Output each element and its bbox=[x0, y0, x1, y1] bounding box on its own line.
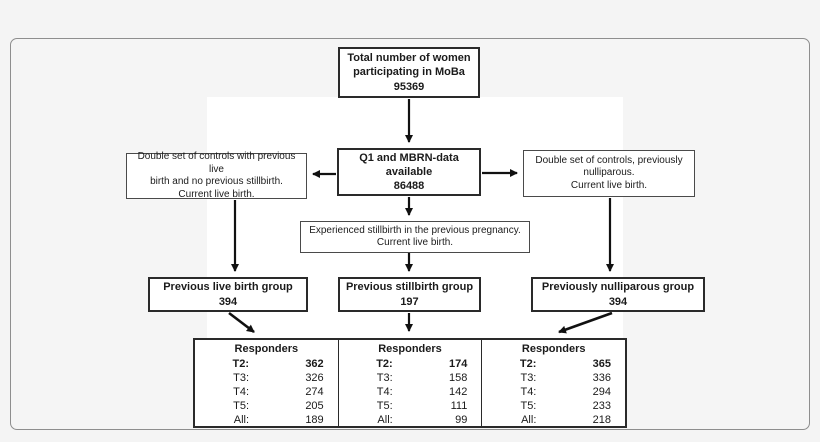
responder-row: T2: 362 bbox=[195, 357, 338, 371]
row-value: 142 bbox=[448, 386, 468, 398]
group-label: Previously nulliparous group bbox=[541, 281, 695, 294]
row-label: All: bbox=[377, 414, 393, 426]
row-label: T3: bbox=[520, 372, 537, 384]
responder-row: T2: 174 bbox=[339, 357, 482, 371]
q1-mbrn-box: Q1 and MBRN-data available 86488 bbox=[337, 148, 481, 196]
row-value: 189 bbox=[305, 414, 324, 426]
row-value: 158 bbox=[448, 372, 468, 384]
responders-header: Responders bbox=[521, 343, 586, 355]
row-value: 274 bbox=[305, 386, 324, 398]
left-controls-line3: Current live birth. bbox=[178, 188, 255, 200]
right-controls-box: Double set of controls, previously nulli… bbox=[523, 150, 695, 197]
row-label: T4: bbox=[233, 386, 250, 398]
row-value: 205 bbox=[305, 400, 324, 412]
responders-cell-stillbirth: Responders T2: 174 T3: 158 T4: 142 T5: 111 A… bbox=[339, 340, 483, 426]
responder-row: T5: 233 bbox=[482, 399, 625, 413]
row-label: T3: bbox=[233, 372, 250, 384]
total-women-line2: participating in MoBa bbox=[353, 66, 465, 79]
group-count: 394 bbox=[218, 295, 238, 308]
total-women-line1: Total number of women bbox=[347, 52, 471, 65]
row-label: T4: bbox=[520, 386, 537, 398]
responder-row: T4: 142 bbox=[339, 385, 482, 399]
row-label: All: bbox=[233, 414, 250, 426]
row-label: T2: bbox=[519, 358, 537, 370]
row-value: 233 bbox=[592, 400, 612, 412]
responder-row: T3: 158 bbox=[339, 371, 482, 385]
responder-row: T5: 205 bbox=[195, 399, 338, 413]
responders-table: Responders T2: 362 T3: 326 T4: 274 T5: 205 A… bbox=[193, 338, 627, 428]
group-count: 197 bbox=[400, 295, 419, 308]
total-women-box: Total number of women participating in M… bbox=[338, 47, 480, 98]
group-count: 394 bbox=[608, 295, 628, 308]
responder-row: All: 218 bbox=[482, 413, 625, 427]
row-value: 111 bbox=[450, 400, 468, 412]
right-controls-line2: nulliparous. bbox=[583, 167, 635, 179]
experienced-stillbirth-line1: Experienced stillbirth in the previous p… bbox=[309, 224, 521, 236]
row-value: 99 bbox=[455, 414, 468, 426]
row-value: 336 bbox=[592, 372, 612, 384]
row-label: T2: bbox=[376, 358, 393, 370]
row-label: T2: bbox=[232, 358, 250, 370]
row-value: 326 bbox=[305, 372, 324, 384]
responder-row: T3: 336 bbox=[482, 371, 625, 385]
left-controls-line2: birth and no previous stillbirth. bbox=[150, 176, 283, 187]
q1-mbrn-line2: available bbox=[385, 165, 433, 178]
row-label: T5: bbox=[233, 400, 250, 412]
previously-nulliparous-group-box: Previously nulliparous group 394 bbox=[531, 277, 705, 312]
group-label: Previous live birth group bbox=[163, 281, 293, 294]
group-label: Previous stillbirth group bbox=[345, 281, 474, 294]
row-value: 218 bbox=[592, 414, 612, 426]
responder-row: T4: 274 bbox=[195, 385, 338, 399]
right-controls-line3: Current live birth. bbox=[570, 179, 648, 191]
row-label: T5: bbox=[376, 400, 393, 412]
responder-row: All: 99 bbox=[339, 413, 482, 427]
left-controls-box: Double set of controls with previous liv… bbox=[126, 151, 307, 200]
row-value: 362 bbox=[305, 358, 324, 370]
responder-row: T3: 326 bbox=[195, 371, 338, 385]
responders-header: Responders bbox=[234, 343, 299, 355]
total-women-count: 95369 bbox=[393, 80, 425, 93]
q1-mbrn-line1: Q1 and MBRN-data bbox=[359, 151, 459, 164]
row-value: 174 bbox=[448, 358, 468, 370]
responder-row: T5: 111 bbox=[339, 399, 482, 413]
experienced-stillbirth-box: Experienced stillbirth in the previous p… bbox=[300, 221, 530, 253]
row-value: 365 bbox=[592, 358, 612, 370]
responder-row: All: 189 bbox=[195, 413, 338, 427]
responders-cell-nulliparous: Responders T2: 365 T3: 336 T4: 294 T5: 233 A… bbox=[482, 340, 625, 426]
right-controls-line1: Double set of controls, previously bbox=[535, 154, 683, 166]
row-label: T4: bbox=[376, 386, 393, 398]
responder-row: T2: 365 bbox=[482, 357, 625, 371]
responder-row: T4: 294 bbox=[482, 385, 625, 399]
previous-live-birth-group-box: Previous live birth group 394 bbox=[148, 277, 308, 312]
row-label: T5: bbox=[520, 400, 537, 412]
row-label: T3: bbox=[376, 372, 393, 384]
q1-mbrn-count: 86488 bbox=[393, 180, 425, 193]
responders-header: Responders bbox=[378, 343, 442, 355]
experienced-stillbirth-line2: Current live birth. bbox=[376, 237, 454, 248]
responders-cell-live-birth: Responders T2: 362 T3: 326 T4: 274 T5: 205 A… bbox=[195, 340, 339, 426]
row-value: 294 bbox=[592, 386, 612, 398]
left-controls-line1: Double set of controls with previous liv… bbox=[137, 151, 296, 175]
row-label: All: bbox=[521, 414, 537, 426]
previous-stillbirth-group-box: Previous stillbirth group 197 bbox=[338, 277, 481, 312]
